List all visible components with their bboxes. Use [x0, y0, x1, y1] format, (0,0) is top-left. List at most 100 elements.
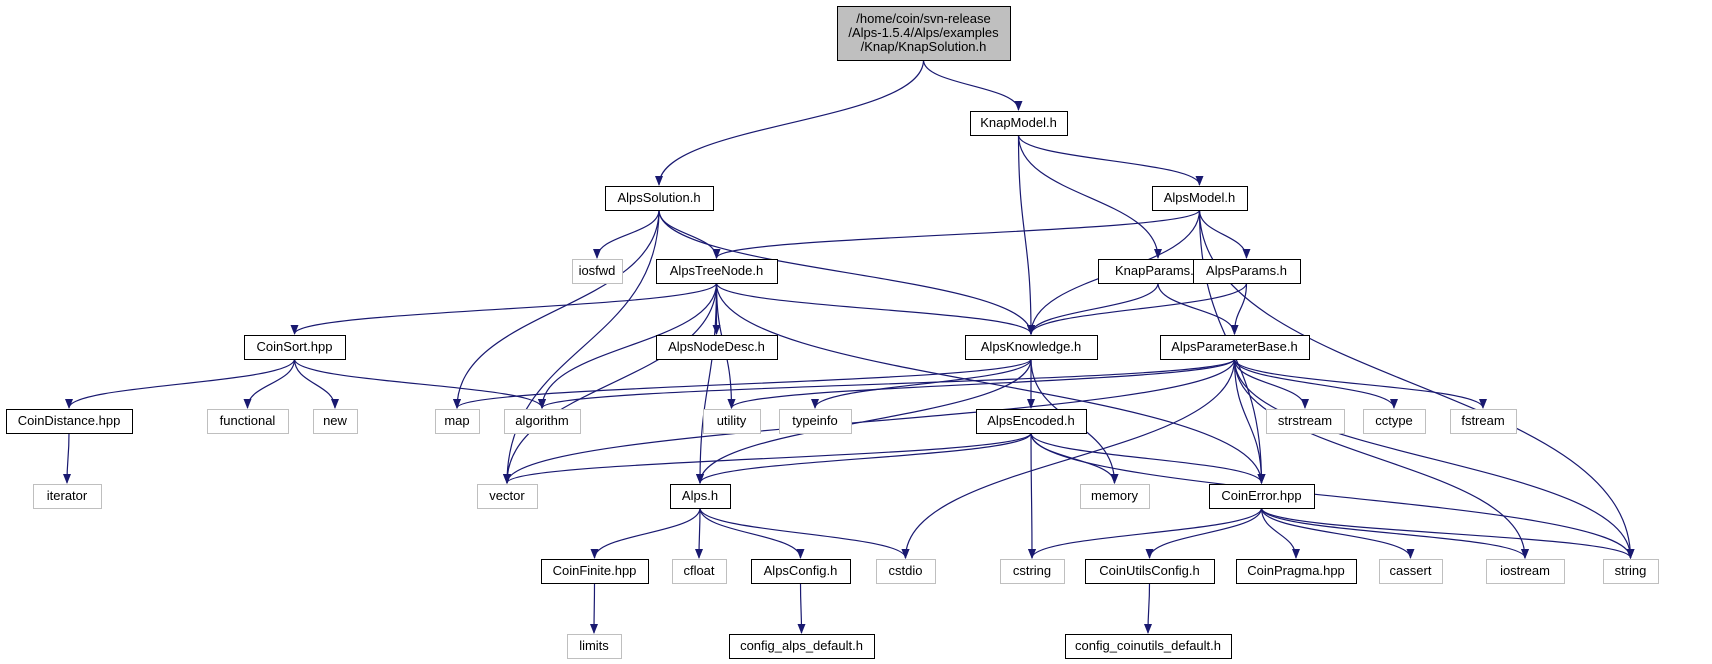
edge-coinutilsconfig-to-configcoinutils [1144, 582, 1153, 634]
node-label: fstream [1461, 413, 1504, 428]
node-cstdio: cstdio [876, 559, 936, 584]
node-box [837, 6, 1011, 61]
node-box [541, 559, 649, 584]
node-label: limits [579, 638, 609, 653]
edge-alpssolution-to-map [453, 209, 660, 409]
edge-alpsknowledge-to-map [453, 358, 1032, 409]
node-box [477, 484, 538, 509]
node-coinpragma[interactable]: CoinPragma.hpp [1236, 559, 1357, 584]
edge-alpsencoded-to-string [1030, 432, 1635, 559]
node-label: CoinDistance.hpp [18, 413, 121, 428]
node-label: config_coinutils_default.h [1075, 638, 1221, 653]
edge-alpsparameterbase-to-coinerror [1233, 358, 1266, 484]
node-label: AlpsConfig.h [764, 563, 838, 578]
node-alpssolution[interactable]: AlpsSolution.h [605, 186, 714, 211]
node-label: string [1615, 563, 1647, 578]
node-alps[interactable]: Alps.h [670, 484, 731, 509]
node-root[interactable]: /home/coin/svn-release/Alps-1.5.4/Alps/e… [837, 6, 1011, 61]
edge-coinsort-to-coindistance [65, 358, 296, 409]
edge-knapparams-to-alpsparameterbase [1157, 282, 1239, 335]
edge-alpstreenode-to-alps [696, 282, 718, 484]
edge-root-to-knapmodel [922, 59, 1023, 111]
node-label: KnapModel.h [980, 115, 1057, 130]
node-coinfinite[interactable]: CoinFinite.hpp [541, 559, 649, 584]
edge-alpsparams-to-alpsparameterbase [1230, 282, 1248, 335]
edge-alpsparameterbase-to-fstream [1233, 358, 1487, 409]
edge-coindistance-to-iterator [63, 432, 72, 484]
node-memory: memory [1080, 484, 1150, 509]
node-alpstreenode[interactable]: AlpsTreeNode.h [656, 259, 778, 284]
node-alpsencoded[interactable]: AlpsEncoded.h [976, 409, 1087, 434]
node-box [244, 335, 346, 360]
node-fstream: fstream [1450, 409, 1517, 434]
edge-coinerror-to-coinutilsconfig [1145, 507, 1263, 559]
edge-alpstreenode-to-coinsort [290, 282, 718, 335]
edge-alpsknowledge-to-typeinfo [811, 358, 1032, 409]
node-knapmodel[interactable]: KnapModel.h [970, 111, 1068, 136]
node-box [1000, 559, 1065, 584]
node-box [876, 559, 936, 584]
node-utility: utility [703, 409, 761, 434]
edge-coinsort-to-new [293, 358, 339, 409]
node-label: cctype [1375, 413, 1413, 428]
edge-alpsencoded-to-memory [1030, 432, 1119, 484]
edge-coinsort-to-algorithm [293, 358, 546, 409]
node-alpsknowledge[interactable]: AlpsKnowledge.h [965, 335, 1098, 360]
node-alpsconfig[interactable]: AlpsConfig.h [751, 559, 851, 584]
node-cctype: cctype [1363, 409, 1426, 434]
node-box [976, 409, 1087, 434]
edge-coinerror-to-cstring [1028, 507, 1263, 559]
nodes-layer: /home/coin/svn-release/Alps-1.5.4/Alps/e… [6, 6, 1659, 659]
node-coinsort[interactable]: CoinSort.hpp [244, 335, 346, 360]
node-label: map [444, 413, 469, 428]
node-limits: limits [567, 634, 622, 659]
node-new: new [313, 409, 358, 434]
node-coinerror[interactable]: CoinError.hpp [1209, 484, 1315, 509]
node-box [729, 634, 875, 659]
node-box [1266, 409, 1345, 434]
node-iterator: iterator [33, 484, 102, 509]
node-coinutilsconfig[interactable]: CoinUtilsConfig.h [1085, 559, 1215, 584]
edge-alpsconfig-to-configalps [797, 582, 806, 634]
edge-alpsencoded-to-alps [696, 432, 1032, 484]
edge-alps-to-cstdio [699, 507, 910, 559]
node-alpsparameterbase[interactable]: AlpsParameterBase.h [1160, 335, 1310, 360]
edge-knapmodel-to-alpsmodel [1017, 134, 1204, 186]
edge-alpsparameterbase-to-algorithm [538, 358, 1236, 409]
node-box [6, 409, 133, 434]
node-configcoinutils[interactable]: config_coinutils_default.h [1065, 634, 1232, 659]
node-configalps[interactable]: config_alps_default.h [729, 634, 875, 659]
node-typeinfo: typeinfo [779, 409, 852, 434]
node-alpsparams[interactable]: AlpsParams.h [1193, 259, 1301, 284]
node-label: functional [220, 413, 276, 428]
node-string: string [1603, 559, 1659, 584]
node-coindistance[interactable]: CoinDistance.hpp [6, 409, 133, 434]
node-box [1085, 559, 1215, 584]
node-box [1065, 634, 1232, 659]
node-box [207, 409, 289, 434]
edge-alpsencoded-to-coinerror [1030, 432, 1266, 484]
node-box [1152, 186, 1248, 211]
node-box [656, 335, 778, 360]
node-box [656, 259, 778, 284]
edge-coinerror-to-cassert [1260, 507, 1415, 559]
node-box [1603, 559, 1659, 584]
node-alpsnodedesc[interactable]: AlpsNodeDesc.h [656, 335, 778, 360]
edge-alpsparameterbase-to-string [1233, 358, 1635, 559]
node-map: map [435, 409, 480, 434]
node-algorithm: algorithm [504, 409, 581, 434]
node-label: iostream [1500, 563, 1550, 578]
node-box [33, 484, 102, 509]
node-cassert: cassert [1379, 559, 1443, 584]
node-label: /Knap/KnapSolution.h [861, 39, 987, 54]
node-label: Alps.h [682, 488, 718, 503]
node-box [1363, 409, 1426, 434]
edge-alpstreenode-to-algorithm [538, 282, 718, 409]
node-label: algorithm [515, 413, 568, 428]
node-label: cstring [1013, 563, 1051, 578]
node-alpsmodel[interactable]: AlpsModel.h [1152, 186, 1248, 211]
node-box [504, 409, 581, 434]
node-box [313, 409, 358, 434]
node-box [1080, 484, 1150, 509]
edge-alpsparameterbase-to-cctype [1233, 358, 1398, 409]
